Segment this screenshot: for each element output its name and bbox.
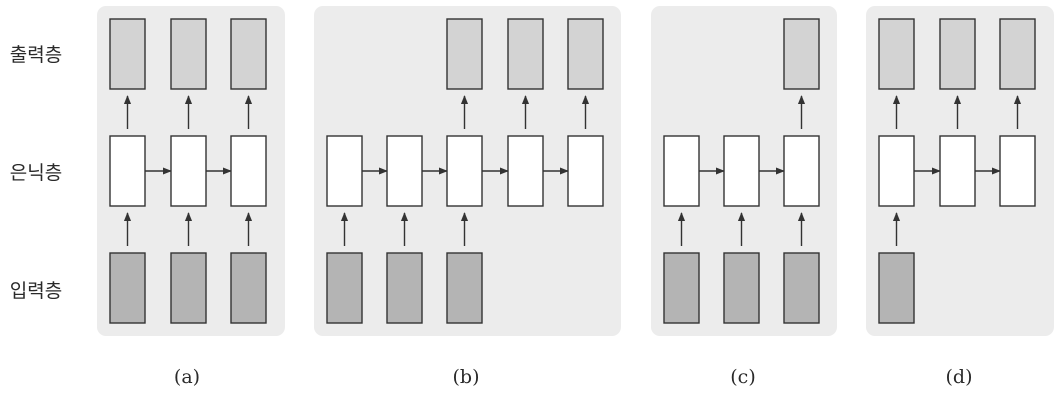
- panel-b-output-box-2: [507, 18, 544, 90]
- panel-label-b: (b): [452, 366, 480, 388]
- panel-a-hidden-box-2: [170, 135, 207, 207]
- panel-label-d: (d): [945, 366, 973, 388]
- panel-b-hidden-box-5: [567, 135, 604, 207]
- panel-b-hidden-box-3: [446, 135, 483, 207]
- panel-c-hidden-box-3: [783, 135, 820, 207]
- panel-a-hidden-box-1: [109, 135, 146, 207]
- panel-c-input-box-1: [663, 252, 700, 324]
- panel-b-input-box-1: [326, 252, 363, 324]
- panel-d-hidden-box-3: [999, 135, 1036, 207]
- panel-d-hidden-box-1: [878, 135, 915, 207]
- panel-d-input-box-1: [878, 252, 915, 324]
- hidden-layer-label: 은닉층: [9, 162, 63, 184]
- panel-b-input-box-3: [446, 252, 483, 324]
- panel-label-a: (a): [173, 366, 201, 388]
- panel-b-hidden-box-4: [507, 135, 544, 207]
- panel-b-input-box-2: [386, 252, 423, 324]
- panel-a-input-box-3: [230, 252, 267, 324]
- panel-a-output-box-3: [230, 18, 267, 90]
- panel-b-output-box-1: [446, 18, 483, 90]
- panel-c-output-box-1: [783, 18, 820, 90]
- panel-c-input-box-3: [783, 252, 820, 324]
- panel-d-output-box-1: [878, 18, 915, 90]
- panel-b-hidden-box-1: [326, 135, 363, 207]
- panel-c-hidden-box-2: [723, 135, 760, 207]
- panel-a-input-box-2: [170, 252, 207, 324]
- panel-d-hidden-box-2: [939, 135, 976, 207]
- panel-a-output-box-1: [109, 18, 146, 90]
- panel-b-output-box-3: [567, 18, 604, 90]
- panel-a-input-box-1: [109, 252, 146, 324]
- panel-c-input-box-2: [723, 252, 760, 324]
- panel-a-hidden-box-3: [230, 135, 267, 207]
- panel-a-output-box-2: [170, 18, 207, 90]
- panel-c-hidden-box-1: [663, 135, 700, 207]
- panel-label-c: (c): [730, 366, 756, 388]
- output-layer-label: 출력층: [9, 44, 63, 66]
- panel-d-output-box-3: [999, 18, 1036, 90]
- panel-d-output-box-2: [939, 18, 976, 90]
- input-layer-label: 입력층: [9, 280, 63, 302]
- panel-b-hidden-box-2: [386, 135, 423, 207]
